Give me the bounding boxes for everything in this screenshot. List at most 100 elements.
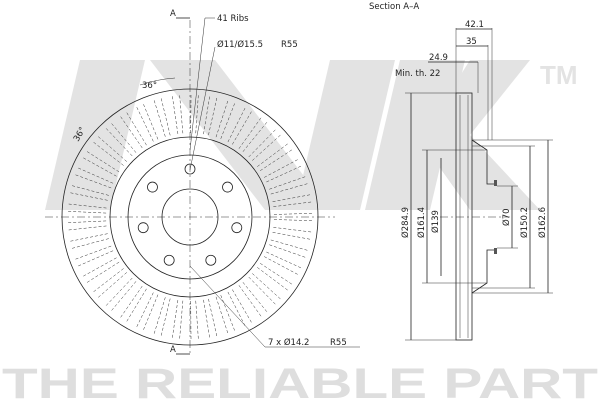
rib-line — [66, 225, 107, 231]
bolt-hole — [222, 181, 233, 193]
dim-total-width: 42.1 — [465, 20, 484, 30]
rib-line — [68, 192, 108, 201]
rib-line — [269, 175, 308, 190]
rib-line — [160, 96, 171, 136]
dim-162: Ø162.6 — [537, 207, 548, 238]
bolt-hole — [137, 222, 149, 234]
rib-line — [153, 98, 166, 137]
dim-center-bore: Ø70 — [501, 208, 512, 226]
bolt-radius-label: R55 — [330, 338, 347, 348]
rib-line — [259, 263, 294, 286]
angle-arc — [139, 77, 176, 86]
rib-line — [142, 102, 159, 140]
bolt-hole — [231, 222, 243, 234]
rib-line — [119, 114, 143, 149]
rib-line — [203, 94, 211, 135]
rib-line — [81, 257, 117, 278]
rib-line — [171, 94, 179, 134]
rib-line — [96, 135, 127, 162]
rib-line — [68, 233, 108, 242]
dim-outer-diameter: Ø284.9 — [400, 207, 411, 238]
rib-line — [220, 295, 236, 333]
rib-line — [227, 106, 247, 143]
rib-line — [242, 282, 269, 314]
watermark-k-left — [365, 60, 465, 210]
ribs — [66, 93, 314, 341]
rib-line — [195, 300, 199, 341]
bolt-hole — [147, 181, 158, 193]
rib-line — [179, 300, 184, 341]
rib-line — [110, 121, 137, 153]
rib-line — [85, 261, 120, 284]
rib-line — [257, 142, 290, 167]
rib-line — [135, 292, 154, 329]
rib-line — [266, 165, 303, 183]
bolt-hole — [184, 163, 196, 175]
rib-line — [73, 245, 112, 261]
rib-line — [259, 148, 294, 171]
dim-150: Ø150.2 — [519, 207, 530, 238]
rib-line — [248, 128, 277, 158]
rib-line — [273, 219, 314, 221]
rib-line — [264, 158, 300, 178]
rib-line — [66, 210, 107, 214]
rib-line — [125, 288, 147, 324]
watermark: TM THE RELIABLE PART — [2, 60, 598, 400]
rib-line — [66, 220, 107, 224]
rib-line — [273, 201, 314, 207]
rib-line — [248, 276, 277, 306]
rib-line — [81, 156, 117, 177]
dim-hat-height: 35 — [466, 37, 477, 47]
watermark-k-arm — [420, 60, 540, 210]
rib-line — [203, 299, 211, 340]
center-bore — [161, 188, 219, 246]
ribs-label: 41 Ribs — [217, 14, 249, 24]
rib-line — [171, 300, 179, 340]
rib-line — [208, 95, 218, 136]
rib-line — [232, 109, 253, 145]
watermark-trademark: TM — [540, 60, 578, 90]
front-view: A A 36° 36° 41 Ribs Ø11/Ø15.5 R55 7 x Ø1… — [45, 9, 360, 355]
rib-line — [73, 173, 112, 189]
rib-line — [242, 120, 269, 152]
disc-section-outline — [455, 92, 473, 341]
disc-outer-edge — [61, 88, 319, 346]
rib-line — [272, 232, 312, 240]
bolt-hole — [163, 254, 175, 266]
rib-line — [252, 273, 283, 301]
watermark-n-diag — [150, 60, 330, 210]
rib-line — [125, 110, 147, 146]
rib-line — [96, 272, 127, 299]
min-thickness: Min. th. 22 — [395, 69, 440, 79]
hole-radius-label: R55 — [281, 40, 298, 50]
rib-line — [104, 126, 133, 157]
rib-line — [270, 239, 310, 252]
watermark-n-left — [45, 60, 145, 210]
rib-line — [257, 267, 290, 292]
rib-line — [91, 268, 124, 294]
rib-line — [270, 182, 310, 195]
rib-line — [264, 256, 300, 276]
rib-line — [272, 194, 312, 202]
rib-line — [232, 289, 253, 325]
rib-line — [104, 277, 133, 308]
rib-line — [76, 250, 114, 268]
rib-line — [215, 296, 229, 335]
hole-label: Ø11/Ø15.5 — [217, 39, 263, 50]
rib-line — [110, 281, 137, 313]
hat-bottom — [471, 249, 495, 294]
rib-line — [208, 298, 218, 339]
section-marker-top: A — [170, 9, 176, 19]
rib-line — [227, 291, 247, 328]
bolt-hole — [205, 254, 217, 266]
rib-line — [142, 294, 159, 332]
hub-edge — [127, 154, 253, 280]
rib-line — [85, 150, 120, 173]
rib-line — [160, 298, 171, 338]
dim-161: Ø161.4 — [416, 207, 427, 238]
rib-line — [266, 251, 303, 269]
angle-label-1: 36° — [142, 81, 157, 91]
rib-line — [238, 116, 263, 149]
section-view: Section A–A 42.1 35 24.9 Min. th. 22 Ø28… — [369, 2, 553, 341]
